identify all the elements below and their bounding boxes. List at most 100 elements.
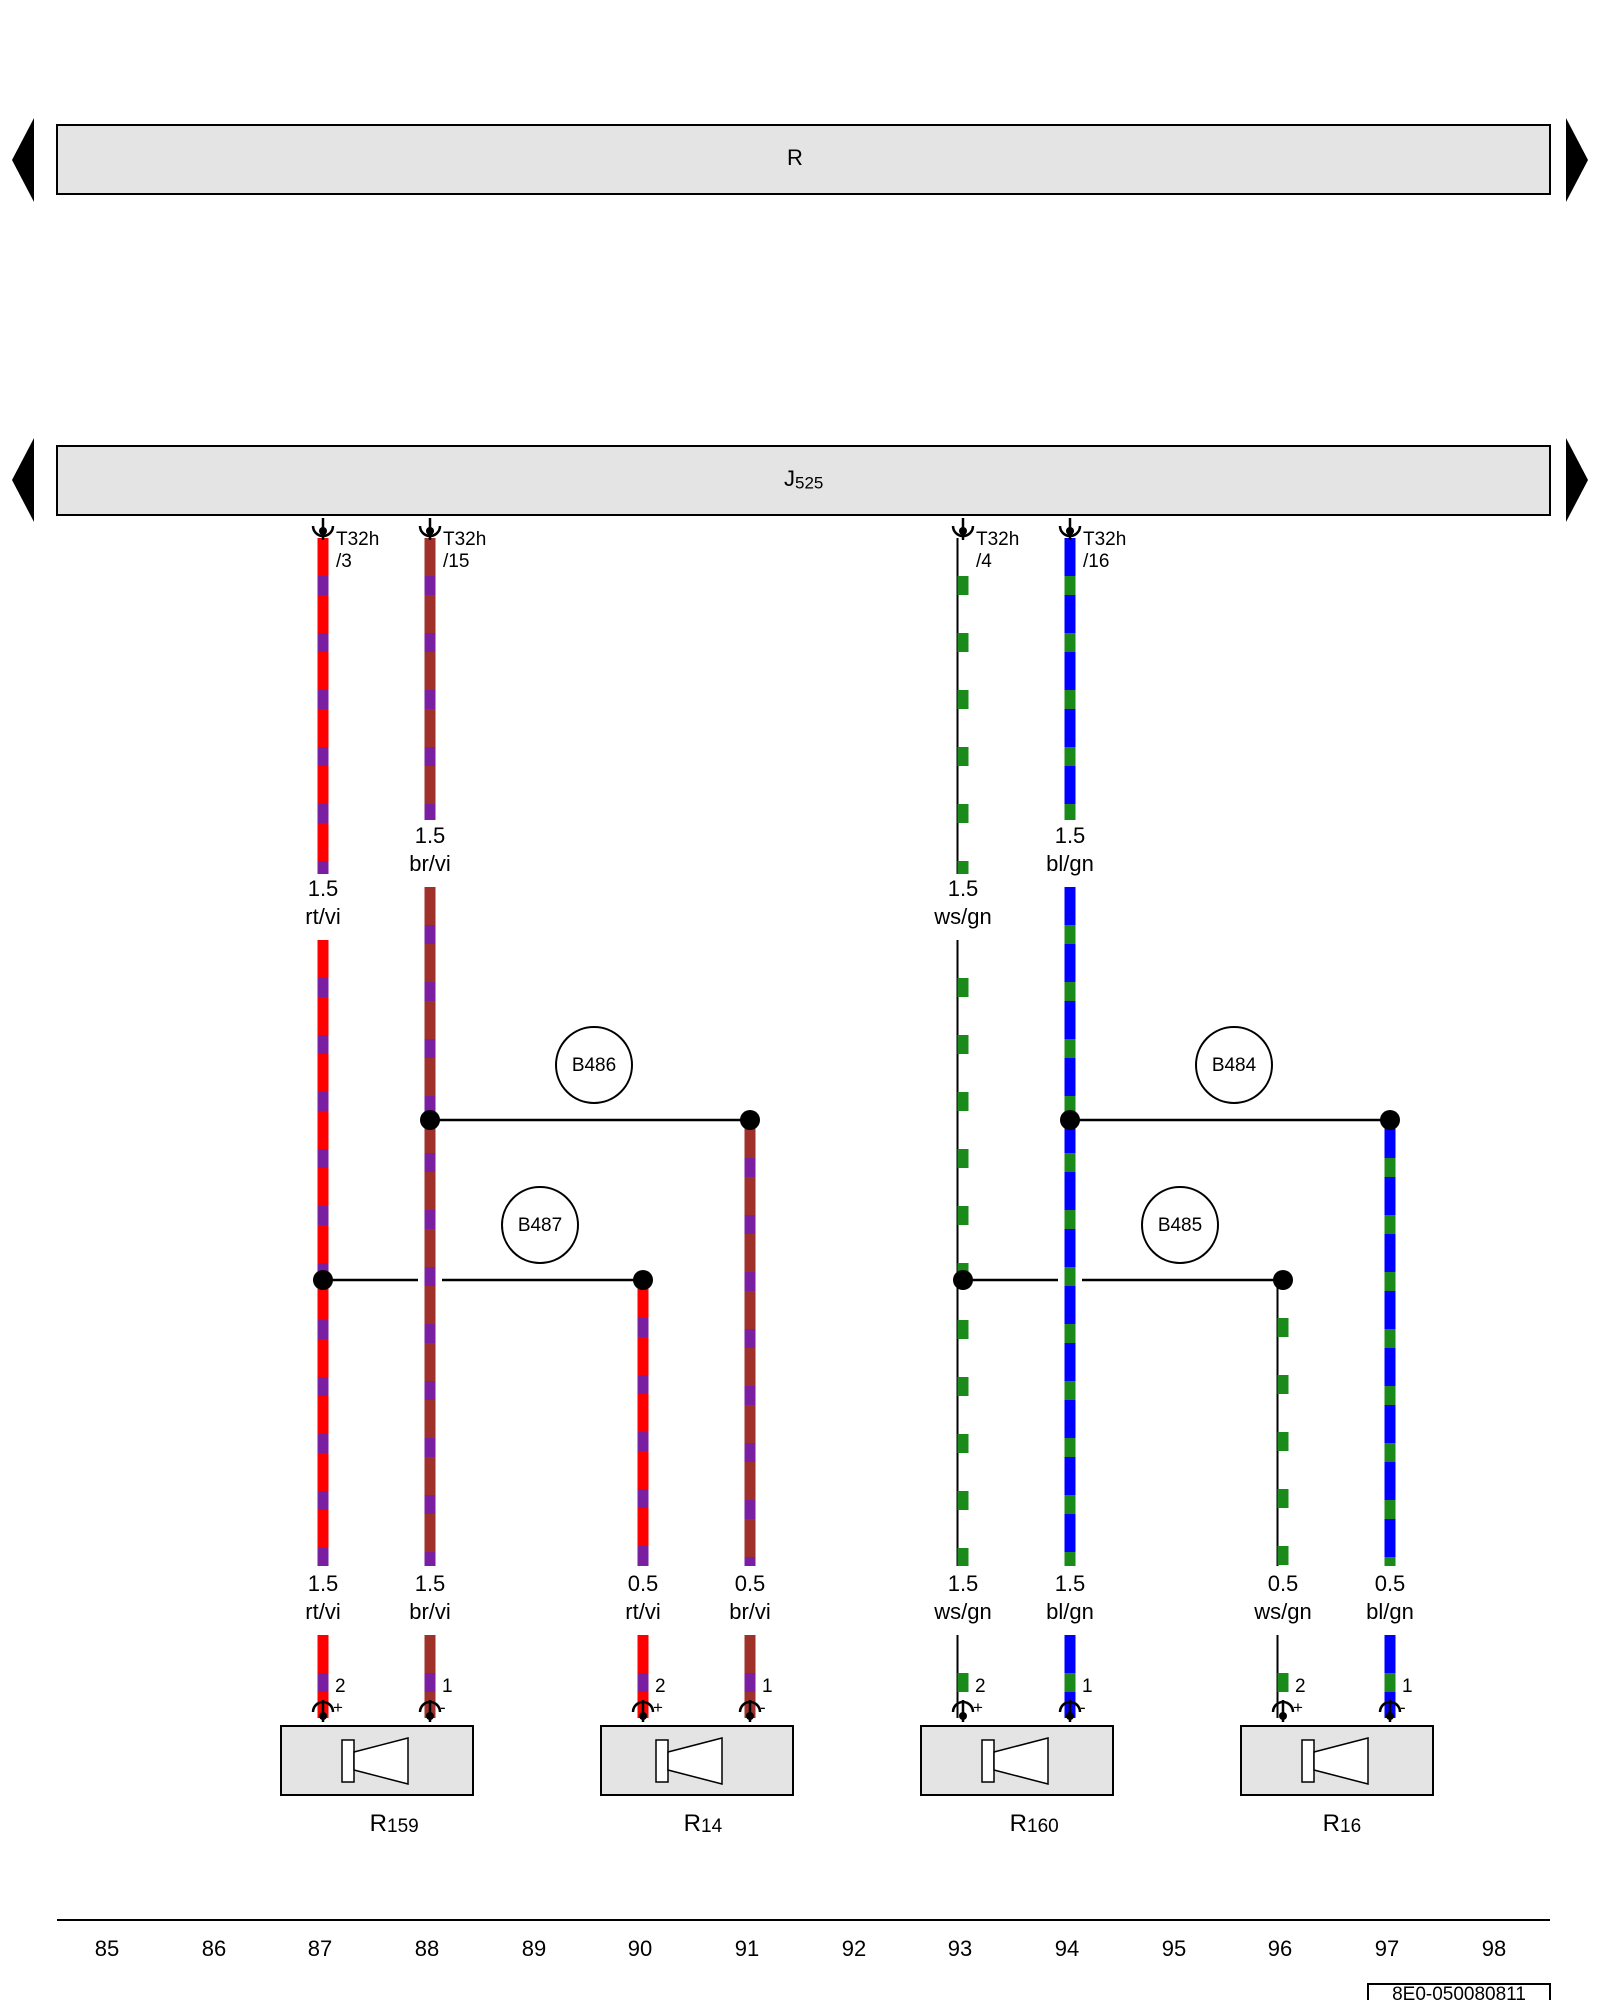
wire-w94-lower[interactable] <box>1064 1635 1076 1718</box>
speaker-r14[interactable]: R 14 <box>600 1725 794 1837</box>
wire-label-97-lower: 0.5 bl/gn <box>1366 1571 1414 1624</box>
speaker-label: R <box>684 1810 701 1837</box>
continue-right-arrow-icon <box>1566 438 1588 522</box>
pin-polarity: + <box>973 1698 983 1717</box>
doc-id-text: 8E0-050080811 <box>1392 1984 1526 2000</box>
splice-label: B486 <box>572 1055 616 1076</box>
wire-w87-upper[interactable] <box>317 538 329 874</box>
wire-stripe <box>424 804 436 820</box>
wire-w94-upper[interactable] <box>1064 538 1076 820</box>
wire-stripe <box>317 1206 329 1225</box>
wire-size: 1.5 <box>308 1571 339 1596</box>
wire-stripe <box>1277 1546 1289 1565</box>
speaker-r16[interactable]: R 16 <box>1240 1725 1434 1837</box>
wire-w94-lower[interactable] <box>1064 887 1076 1566</box>
wire-stripe <box>957 978 969 997</box>
connector-t32h-16[interactable]: T32h /16 <box>1058 518 1126 572</box>
wire-label-96-lower: 0.5 ws/gn <box>1253 1571 1311 1624</box>
wire-w88-upper[interactable] <box>424 538 436 820</box>
wire-w90-lower[interactable] <box>637 1635 649 1718</box>
wire-size: 1.5 <box>1055 823 1086 848</box>
pin-polarity: + <box>333 1698 343 1717</box>
wire-w90-lower[interactable] <box>637 1280 649 1566</box>
connector-t32h-15[interactable]: T32h /15 <box>418 518 486 572</box>
wire-stripe <box>317 747 329 766</box>
wire-stripe <box>317 1092 329 1111</box>
current-track-numbers: 85 86 87 88 89 90 91 92 93 94 95 96 97 9… <box>95 1936 1506 1961</box>
wire-stripe <box>957 1035 969 1054</box>
wire-base-color <box>317 940 329 1566</box>
wire-w97-lower[interactable] <box>1384 1635 1396 1718</box>
speaker-label-sub: 160 <box>1027 1816 1059 1837</box>
wire-stripe <box>957 1149 969 1168</box>
speaker-r159[interactable]: R 159 <box>280 1725 474 1837</box>
amplifier-box <box>56 445 1551 516</box>
wire-stripe <box>424 633 436 652</box>
wire-size: 1.5 <box>948 1571 979 1596</box>
doc-id-box <box>1367 1983 1551 2000</box>
wire-stripe <box>424 1267 436 1286</box>
junction-dot <box>1273 1270 1293 1290</box>
wire-label-94-lower: 1.5 bl/gn <box>1046 1571 1094 1624</box>
wire-stripe <box>424 1673 436 1692</box>
radio-label: R <box>787 145 803 170</box>
wire-w93-lower[interactable] <box>956 1635 970 1718</box>
speaker-pin-labels: 2 + 1 - 2 + 1 - 2 + 1 - 2 + 1 - <box>333 1676 1413 1717</box>
connector-pin: /15 <box>443 551 469 572</box>
wire-stripe <box>1064 1324 1076 1343</box>
wire-w96-lower[interactable] <box>1276 1635 1290 1718</box>
wire-w96-lower[interactable] <box>1276 1280 1290 1566</box>
wire-stripe <box>424 1495 436 1514</box>
speaker-r160[interactable]: R 160 <box>920 1725 1114 1837</box>
connector-t32h-4[interactable]: T32h /4 <box>951 518 1019 572</box>
wire-w97-lower[interactable] <box>1384 1120 1396 1566</box>
wire-stripe <box>1277 1375 1289 1394</box>
wire-stripe <box>1064 1039 1076 1058</box>
wire-stripe <box>957 1320 969 1339</box>
amplifier-label: J <box>784 466 795 491</box>
radio-box <box>56 124 1551 195</box>
wire-stripe <box>637 1546 649 1565</box>
wire-stripe <box>1277 1673 1289 1692</box>
wire-stripe <box>637 1673 649 1692</box>
component-radio[interactable]: R <box>56 124 1551 195</box>
junction-dot <box>633 1270 653 1290</box>
wire-stripe <box>957 1206 969 1225</box>
wire-stripe <box>744 1272 756 1291</box>
wire-w87-lower[interactable] <box>317 940 329 1566</box>
wire-w91-lower[interactable] <box>744 1635 756 1718</box>
splice-b487[interactable]: B487 <box>501 1186 579 1264</box>
speaker-label-sub: 14 <box>701 1816 723 1837</box>
track-number: 85 <box>95 1936 119 1961</box>
wire-size: 1.5 <box>308 876 339 901</box>
wire-w93-upper[interactable] <box>956 538 970 874</box>
wire-w88-lower[interactable] <box>424 887 436 1566</box>
wire-stripe <box>424 576 436 595</box>
wire-stripe <box>1384 1443 1396 1462</box>
wire-stripe <box>637 1489 649 1508</box>
track-number: 92 <box>842 1936 866 1961</box>
wire-stripe <box>957 1673 969 1692</box>
wire-w87-lower[interactable] <box>317 1635 329 1718</box>
junction-dot <box>1060 1110 1080 1130</box>
pin-polarity: + <box>1293 1698 1303 1717</box>
wire-color: ws/gn <box>1253 1599 1311 1624</box>
splice-b486[interactable]: B486 <box>555 1026 633 1104</box>
wire-base-color <box>424 538 436 820</box>
component-amplifier[interactable]: J 525 <box>56 445 1551 516</box>
continue-left-arrow-icon <box>12 118 34 202</box>
splice-b484[interactable]: B484 <box>1195 1026 1273 1104</box>
splice-label: B487 <box>518 1215 562 1236</box>
track-number: 91 <box>735 1936 759 1961</box>
junction-dot <box>1380 1110 1400 1130</box>
speaker-label: R <box>370 1810 387 1837</box>
wire-w93-lower[interactable] <box>956 940 970 1566</box>
wire-stripe <box>1384 1272 1396 1291</box>
wire-w91-lower[interactable] <box>744 1120 756 1566</box>
wire-w88-lower[interactable] <box>424 1635 436 1718</box>
wire-base-color <box>1278 1280 1290 1566</box>
wire-color: rt/vi <box>625 1599 660 1624</box>
wire-stripe <box>424 1324 436 1343</box>
splice-b485[interactable]: B485 <box>1141 1186 1219 1264</box>
connector-t32h-3[interactable]: T32h /3 <box>311 518 379 572</box>
